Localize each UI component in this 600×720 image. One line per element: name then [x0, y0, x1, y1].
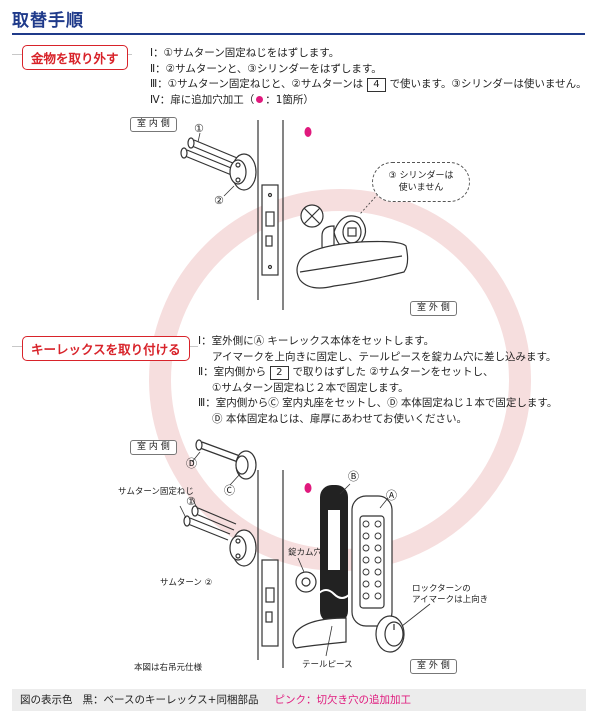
label-tailpiece: テールピース [302, 660, 353, 670]
section2-step-1a: Ⅰ：室外側にⒶ キーレックス本体をセットします。 [198, 335, 435, 347]
keypad-buttons [362, 520, 382, 600]
section2-step-3b: Ⓓ 本体固定ねじは、扉厚にあわせてお使いください。 [212, 412, 468, 425]
section1-step-3-box: 4 [367, 78, 386, 92]
section1-step-3-text-after: で使います。③シリンダーは使いません。 [389, 78, 587, 90]
cylinder-note: ③ シリンダーは 使いません [372, 162, 470, 202]
marker-1: ① [194, 122, 204, 135]
section2-step-2a-text: Ⅱ：室内側から [198, 366, 267, 378]
legend-pink: ピンク：切欠き穴の追加加工 [274, 694, 411, 706]
page-title: 取替手順 [12, 11, 84, 31]
pink-hole-marker-2 [304, 483, 312, 493]
label-cam-hole: 錠カム穴 [288, 548, 323, 558]
marker-b: Ⓑ [348, 470, 359, 483]
door-edge [257, 120, 284, 310]
label-lockturn-line-2: アイマークは上向き [412, 595, 489, 605]
thumbturn-screw-icon [183, 505, 237, 541]
section2-step-1b: アイマークを上向きに固定し、テールピースを錠カム穴に差し込みます。 [212, 350, 557, 363]
marker-d: Ⓓ [186, 457, 197, 470]
marker-1-install: ① [186, 495, 196, 508]
label-thumb-screw: サムターン固定ねじ [118, 487, 194, 497]
pink-dot-icon [256, 96, 264, 103]
marker-a: Ⓐ [386, 489, 397, 502]
section1-step-4-text: Ⅳ：扉に追加穴加工（ [150, 93, 255, 106]
room-label-outside: 室 外 側 [410, 301, 457, 316]
cylinder-note-line-2: 使いません [398, 183, 444, 193]
section1-step-3-text: Ⅲ：①サムターン固定ねじと、②サムターンは [150, 78, 364, 90]
section1-step-4-text-after: ：1箇所） [265, 93, 314, 106]
section2-steps: Ⅰ：室外側にⒶ キーレックス本体をセットします。 アイマークを上向きに固定し、テ… [198, 334, 557, 427]
legend-title: 図の表示色 [20, 694, 73, 706]
pink-hole-marker [304, 127, 312, 137]
lock-turn-icon [375, 615, 405, 653]
back-plate-icon [317, 485, 351, 623]
room-label-outside-2: 室 外 側 [410, 659, 457, 674]
keyless-body-icon [351, 495, 393, 627]
label-lockturn-line-1: ロックターンの [412, 584, 471, 594]
marker-c: Ⓒ [224, 484, 235, 497]
section2-step-2a-text-after: で取りはずした ②サムターンをセットし、 [292, 366, 494, 378]
cam-hole-icon [295, 571, 317, 593]
label-lockturn: ロックターンの アイマークは上向き [412, 584, 488, 606]
cylinder-note-line-1: ③ シリンダーは [388, 171, 454, 181]
room-label-inside: 室 内 側 [130, 117, 177, 132]
section1-step-4: Ⅳ：扉に追加穴加工（ ：1箇所） [150, 93, 587, 109]
title-divider [12, 33, 585, 35]
room-label-inside-2: 室 内 側 [130, 440, 177, 455]
section1-step-2: Ⅱ：②サムターンと、③シリンダーをはずします。 [150, 62, 382, 75]
legend-black: 黒：ベースのキーレックス+同梱部品 [82, 694, 259, 706]
door-edge-2 [257, 470, 284, 668]
section1-steps: Ⅰ：①サムターン固定ねじをはずします。 Ⅱ：②サムターンと、③シリンダーをはずし… [150, 46, 587, 108]
label-model-note: 本図は右吊元仕様 [134, 663, 203, 673]
color-legend: 図の表示色 黒：ベースのキーレックス+同梱部品 ピンク：切欠き穴の追加加工 [12, 689, 586, 711]
section2-step-2a-box: 2 [270, 366, 289, 380]
thumbturn-icon [229, 153, 257, 191]
inner-rosette-icon [235, 450, 257, 480]
section1-label: 金物を取り外す [22, 45, 128, 70]
thumbturn-install-icon [229, 529, 257, 567]
section1-step-1: Ⅰ：①サムターン固定ねじをはずします。 [150, 47, 340, 59]
lever-handle-icon-2 [292, 617, 347, 649]
body-screw-icon [195, 439, 241, 463]
label-thumbturn: サムターン ② [160, 578, 213, 588]
screw-icon [180, 137, 243, 177]
section2-step-3a: Ⅲ：室内側からⒸ 室内丸座をセットし、Ⓓ 本体固定ねじ１本で固定します。 [198, 397, 558, 409]
section2-step-2b: ①サムターン固定ねじ２本で固定します。 [212, 381, 409, 394]
section2-label: キーレックスを取り付ける [22, 336, 190, 361]
lever-handle-icon [296, 225, 409, 289]
marker-2: ② [214, 194, 224, 207]
